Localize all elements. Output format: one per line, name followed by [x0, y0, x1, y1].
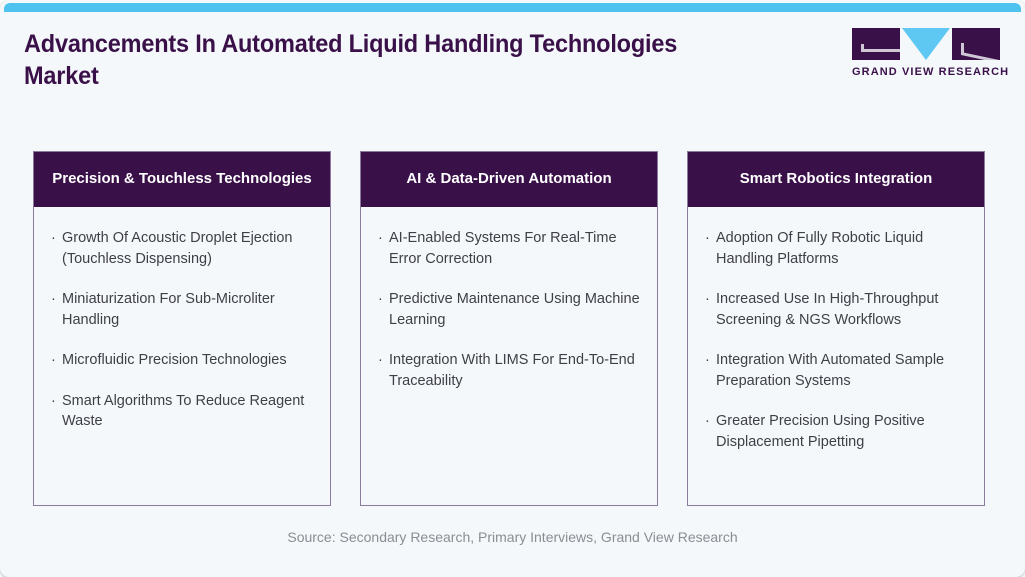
card-bullet-list: · Adoption Of Fully Robotic Liquid Handl…	[688, 207, 984, 505]
list-item-label: Greater Precision Using Positive Displac…	[716, 413, 925, 451]
list-item: · Adoption Of Fully Robotic Liquid Handl…	[705, 228, 967, 269]
list-item-label: Smart Algorithms To Reduce Reagent Waste	[62, 392, 305, 430]
list-item-label: Integration With Automated Sample Prepar…	[716, 352, 945, 389]
list-item: · Miniaturization For Sub-Microliter Han…	[51, 289, 313, 330]
bullet-dot-icon: ·	[378, 230, 383, 246]
bullet-dot-icon: ·	[378, 352, 383, 369]
bullet-dot-icon: ·	[51, 291, 56, 308]
category-card-smart-robotics-integration: Smart Robotics Integration · Adoption Of…	[687, 151, 985, 506]
bullet-dot-icon: ·	[705, 413, 710, 430]
list-item-label: Miniaturization For Sub-Microliter Handl…	[62, 291, 275, 328]
list-item-label: Microfluidic Precision Technologies	[62, 352, 287, 369]
list-item: · Microfluidic Precision Technologies	[51, 350, 313, 371]
list-item-label: Growth Of Acoustic Droplet Ejection (Tou…	[62, 230, 293, 267]
page-title: Advancements In Automated Liquid Handlin…	[24, 30, 678, 90]
logo-letter-g-icon	[852, 28, 900, 60]
card-title: Smart Robotics Integration	[688, 152, 984, 207]
logo-triangle-v-icon	[902, 28, 950, 60]
list-item: · Growth Of Acoustic Droplet Ejection (T…	[51, 228, 313, 269]
bullet-dot-icon: ·	[378, 291, 383, 308]
bullet-dot-icon: ·	[705, 352, 710, 369]
list-item-label: Predictive Maintenance Using Machine Lea…	[389, 291, 640, 328]
slide-header: Advancements In Automated Liquid Handlin…	[0, 12, 1025, 122]
category-card-ai-data-driven-automation: AI & Data-Driven Automation · AI-Enabled…	[360, 151, 658, 506]
logo-marks	[852, 28, 1000, 60]
category-card-precision-touchless-technologies: Precision & Touchless Technologies · Gro…	[33, 151, 331, 506]
category-cards: Precision & Touchless Technologies · Gro…	[33, 151, 985, 506]
list-item-label: AI-Enabled Systems For Real-Time Error C…	[389, 230, 617, 267]
top-accent-bar	[4, 3, 1021, 12]
list-item: · Increased Use In High-Throughput Scree…	[705, 289, 967, 330]
card-bullet-list: · AI-Enabled Systems For Real-Time Error…	[361, 207, 657, 505]
logo-letter-r-icon	[952, 28, 1000, 60]
logo-wordmark: GRAND VIEW RESEARCH	[852, 66, 1010, 78]
list-item-label: Integration With LIMS For End-To-End Tra…	[389, 352, 635, 389]
list-item: · Integration With LIMS For End-To-End T…	[378, 350, 640, 391]
bullet-dot-icon: ·	[51, 230, 56, 246]
bullet-dot-icon: ·	[705, 291, 710, 308]
card-title: Precision & Touchless Technologies	[34, 152, 330, 207]
bullet-dot-icon: ·	[51, 392, 56, 409]
list-item-label: Increased Use In High-Throughput Screeni…	[716, 291, 939, 328]
list-item: · Smart Algorithms To Reduce Reagent Was…	[51, 391, 313, 432]
list-item: · Greater Precision Using Positive Displ…	[705, 411, 967, 452]
card-title: AI & Data-Driven Automation	[361, 152, 657, 207]
grand-view-research-logo: GRAND VIEW RESEARCH	[852, 28, 1010, 78]
bullet-dot-icon: ·	[51, 352, 56, 369]
list-item: · AI-Enabled Systems For Real-Time Error…	[378, 228, 640, 269]
list-item: · Predictive Maintenance Using Machine L…	[378, 289, 640, 330]
list-item-label: Adoption Of Fully Robotic Liquid Handlin…	[716, 230, 924, 267]
list-item: · Integration With Automated Sample Prep…	[705, 350, 967, 391]
card-bullet-list: · Growth Of Acoustic Droplet Ejection (T…	[34, 207, 330, 505]
source-note: Source: Secondary Research, Primary Inte…	[287, 529, 738, 545]
bullet-dot-icon: ·	[705, 230, 710, 246]
